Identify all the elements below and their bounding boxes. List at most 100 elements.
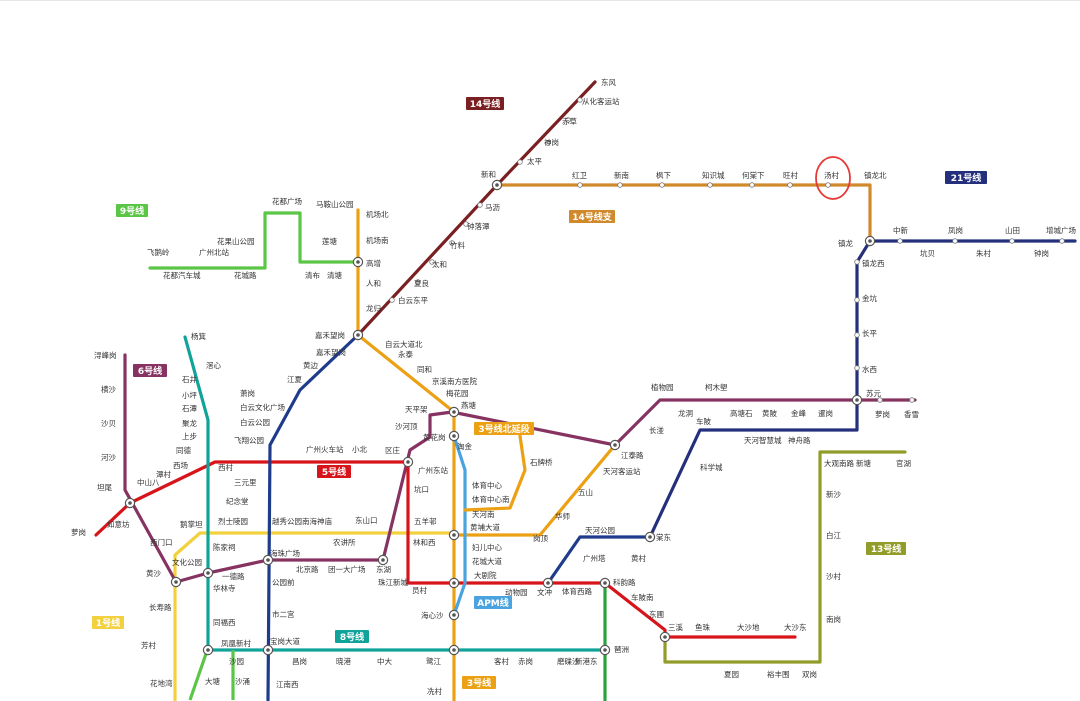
station-label[interactable]: 石牌桥 — [530, 457, 553, 467]
station-label[interactable]: 增城广场 — [1046, 225, 1076, 235]
station-label[interactable]: 天河智慧城 — [744, 435, 782, 445]
station-label[interactable]: 飞鹅岭 — [147, 247, 170, 257]
station-label[interactable]: 花城路 — [234, 270, 257, 280]
station-label[interactable]: 植物园 — [651, 382, 674, 392]
station-marker[interactable] — [578, 183, 583, 188]
station-label[interactable]: 华林寺 — [213, 583, 236, 593]
station-label[interactable]: 高增 — [366, 258, 381, 268]
line14b-path[interactable] — [497, 185, 870, 241]
station-label[interactable]: 白云东平 — [398, 295, 428, 305]
station-label[interactable]: 凤凰新村 — [221, 638, 251, 648]
station-label[interactable]: 文化公园 — [172, 557, 202, 567]
station-label[interactable]: 大剧院 — [474, 570, 497, 580]
station-label[interactable]: 昌岗 — [292, 657, 307, 666]
station-label[interactable]: 人和 — [366, 279, 381, 288]
station-label[interactable]: 浔峰岗 — [94, 350, 117, 360]
station-label[interactable]: 公园前 — [272, 577, 295, 587]
station-label[interactable]: 东风 — [601, 77, 616, 87]
station-label[interactable]: 天河客运站 — [603, 466, 641, 476]
station-label[interactable]: 自云大道北 — [385, 339, 423, 349]
station-label[interactable]: 烈士陵园 — [218, 516, 248, 526]
station-label[interactable]: 太平 — [527, 156, 542, 166]
station-label[interactable]: 萝岗 — [71, 527, 86, 537]
station-label[interactable]: 马沥 — [485, 203, 500, 212]
station-marker[interactable] — [898, 239, 903, 244]
station-label[interactable]: 南海神庙 — [302, 516, 332, 526]
station-label[interactable]: 长寿路 — [149, 602, 172, 612]
station-label[interactable]: 清塘 — [327, 270, 342, 280]
station-label[interactable]: 西村 — [218, 462, 233, 472]
station-label[interactable]: 水西 — [862, 364, 877, 374]
station-label[interactable]: 海心沙 — [421, 610, 444, 620]
station-label[interactable]: 京溪南方医院 — [432, 376, 477, 386]
station-label[interactable]: 东圃 — [649, 609, 664, 619]
station-label[interactable]: 市二宫 — [272, 609, 295, 619]
station-label[interactable]: 棠东 — [656, 532, 671, 542]
station-label[interactable]: 珠江新城 — [378, 577, 408, 587]
apm-path[interactable] — [454, 436, 465, 615]
station-label[interactable]: 江夏 — [287, 375, 302, 384]
station-label[interactable]: 镇龙 — [838, 238, 853, 248]
station-label[interactable]: 白江 — [826, 530, 841, 540]
station-label[interactable]: 钟岗 — [1034, 248, 1049, 258]
station-label[interactable]: 神岗 — [544, 137, 559, 147]
station-label[interactable]: 飞翔公园 — [234, 435, 264, 445]
station-label[interactable]: 柯木塱 — [705, 382, 728, 392]
station-label[interactable]: 林和西 — [413, 537, 436, 547]
station-label[interactable]: 江泰路 — [621, 450, 644, 460]
station-label[interactable]: 暹岗 — [818, 408, 833, 418]
station-label[interactable]: 清布 — [305, 270, 320, 280]
station-label[interactable]: 萧岗 — [240, 388, 255, 398]
station-label[interactable]: 杨箕 — [191, 331, 206, 341]
station-label[interactable]: 车陂 — [696, 416, 711, 426]
station-label[interactable]: 聚龙 — [182, 418, 197, 428]
station-label[interactable]: 枫下 — [656, 170, 671, 180]
station-label[interactable]: 梅花园 — [446, 388, 469, 398]
station-label[interactable]: 体育中心 — [472, 480, 502, 490]
station-label[interactable]: 镇龙西 — [862, 258, 885, 268]
station-label[interactable]: 东山口 — [355, 515, 378, 525]
station-label[interactable]: 新港东 — [575, 656, 598, 666]
station-label[interactable]: 五羊邨 — [414, 516, 437, 526]
station-label[interactable]: 太和 — [432, 259, 447, 269]
station-label[interactable]: 长平 — [862, 328, 877, 338]
line5-path[interactable] — [96, 462, 795, 637]
station-label[interactable]: 天河南 — [472, 509, 495, 519]
station-label[interactable]: 官湖 — [896, 458, 911, 468]
station-label[interactable]: 横沙 — [101, 384, 116, 394]
station-label[interactable]: 花果山公园 — [217, 236, 255, 246]
station-marker[interactable] — [855, 366, 860, 371]
station-marker[interactable] — [826, 183, 831, 188]
station-label[interactable]: 花都广场 — [272, 196, 302, 206]
station-label[interactable]: 双岗 — [802, 670, 817, 679]
station-label[interactable]: 妇儿中心 — [472, 542, 502, 552]
station-label[interactable]: 北京路 — [296, 564, 319, 574]
station-label[interactable]: 中新 — [893, 225, 908, 235]
station-label[interactable]: 旺村 — [783, 170, 798, 180]
station-label[interactable]: 广州北站 — [199, 247, 229, 257]
station-label[interactable]: 萝岗 — [875, 409, 890, 419]
station-label[interactable]: 花地湾 — [150, 678, 173, 688]
station-label[interactable]: 客村 — [494, 656, 509, 666]
station-label[interactable]: 莲塘 — [322, 236, 337, 246]
station-label[interactable]: 华师 — [555, 511, 570, 521]
station-label[interactable]: 陈家祠 — [213, 542, 236, 552]
station-label[interactable]: 竹料 — [450, 240, 465, 250]
station-label[interactable]: 马鞍山公园 — [316, 199, 354, 209]
station-marker[interactable] — [855, 260, 860, 265]
station-marker[interactable] — [618, 183, 623, 188]
station-marker[interactable] — [788, 183, 793, 188]
station-label[interactable]: 机场南 — [366, 235, 389, 245]
station-label[interactable]: 同德 — [176, 445, 191, 455]
station-label[interactable]: 石潭 — [182, 404, 197, 413]
station-label[interactable]: 白云文化广场 — [240, 402, 285, 412]
station-label[interactable]: 燕塘 — [461, 400, 476, 410]
station-label[interactable]: 鹅掌坦 — [180, 519, 203, 529]
station-label[interactable]: 新沙 — [826, 489, 841, 499]
station-label[interactable]: 镇龙北 — [864, 170, 887, 180]
station-label[interactable]: 机场北 — [366, 209, 389, 219]
station-label[interactable]: 广州东站 — [418, 465, 448, 475]
station-label[interactable]: 夏良 — [414, 278, 429, 288]
station-label[interactable]: 东湖 — [376, 564, 391, 574]
station-label[interactable]: 车陂南 — [631, 592, 654, 602]
